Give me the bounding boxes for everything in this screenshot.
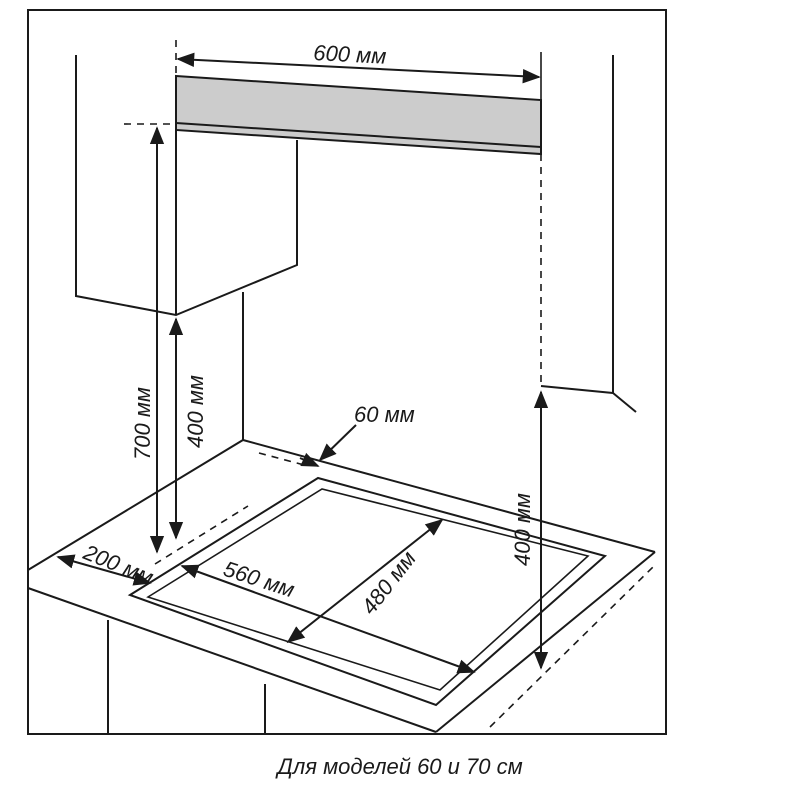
dim-60-arrow: [318, 424, 357, 462]
label-700: 700 мм: [130, 387, 155, 460]
dim-600-arrow: [176, 52, 541, 84]
label-200: 200 мм: [79, 539, 157, 590]
wall-cabinet: [75, 55, 298, 317]
dim-200-arrow: [56, 554, 152, 586]
label-400-right: 400 мм: [510, 493, 535, 566]
diagram-frame: [27, 9, 667, 735]
label-400-left: 400 мм: [183, 375, 208, 448]
label-480: 480 мм: [356, 546, 421, 619]
label-600: 600 мм: [313, 40, 387, 69]
dimension-labels: 600 мм 700 мм 400 мм 60 мм 400 мм 200 мм…: [79, 40, 535, 619]
guide-lines: [124, 40, 656, 728]
label-60: 60 мм: [354, 402, 415, 427]
right-cabinet: [540, 55, 637, 413]
hood: [175, 74, 542, 156]
dim-560-arrow: [180, 564, 476, 674]
label-560: 560 мм: [220, 556, 297, 602]
caption: Для моделей 60 и 70 см: [277, 754, 523, 779]
dim-480-arrow: [286, 518, 444, 644]
dimension-arrows: [56, 52, 549, 674]
